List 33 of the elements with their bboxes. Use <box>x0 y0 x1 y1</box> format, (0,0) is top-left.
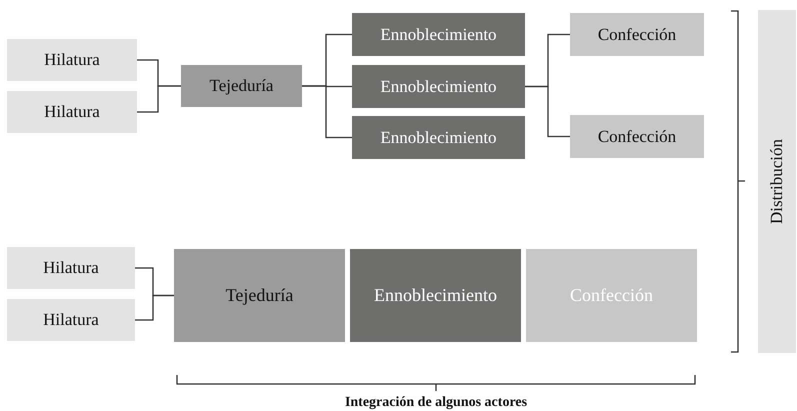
node-label: Ennoblecimiento <box>380 76 497 98</box>
process-block <box>174 249 345 342</box>
caption-label: Integración de algunos actores <box>344 394 528 411</box>
node-label: Ennoblecimiento <box>380 24 497 46</box>
node-label: Hilatura <box>44 101 100 124</box>
connector-line <box>137 85 181 113</box>
process-box <box>352 65 525 108</box>
process-box <box>7 299 135 341</box>
distribution-band <box>758 10 796 353</box>
node-label: Hilatura <box>43 257 99 280</box>
node-label: Confección <box>598 24 676 46</box>
process-box <box>352 13 525 56</box>
process-box <box>570 13 704 56</box>
connector-line <box>302 85 352 138</box>
node-label: Hilatura <box>44 49 100 72</box>
node-label: Tejeduría <box>210 75 274 98</box>
connector-line <box>135 294 174 321</box>
node-label: Tejeduría <box>226 284 294 307</box>
process-block <box>350 249 521 342</box>
process-box <box>181 65 302 107</box>
process-box <box>352 116 525 159</box>
process-block <box>526 249 697 342</box>
process-box <box>7 39 137 81</box>
connector-line <box>525 86 570 138</box>
node-label: Distribución <box>766 139 788 224</box>
node-label: Ennoblecimiento <box>380 126 497 149</box>
process-box <box>7 247 135 289</box>
node-label: Hilatura <box>43 309 99 332</box>
node-label: Ennoblecimiento <box>374 284 497 307</box>
process-box <box>7 91 137 133</box>
process-box <box>570 115 704 158</box>
node-label: Confección <box>598 126 676 148</box>
node-label: Confección <box>570 284 653 307</box>
